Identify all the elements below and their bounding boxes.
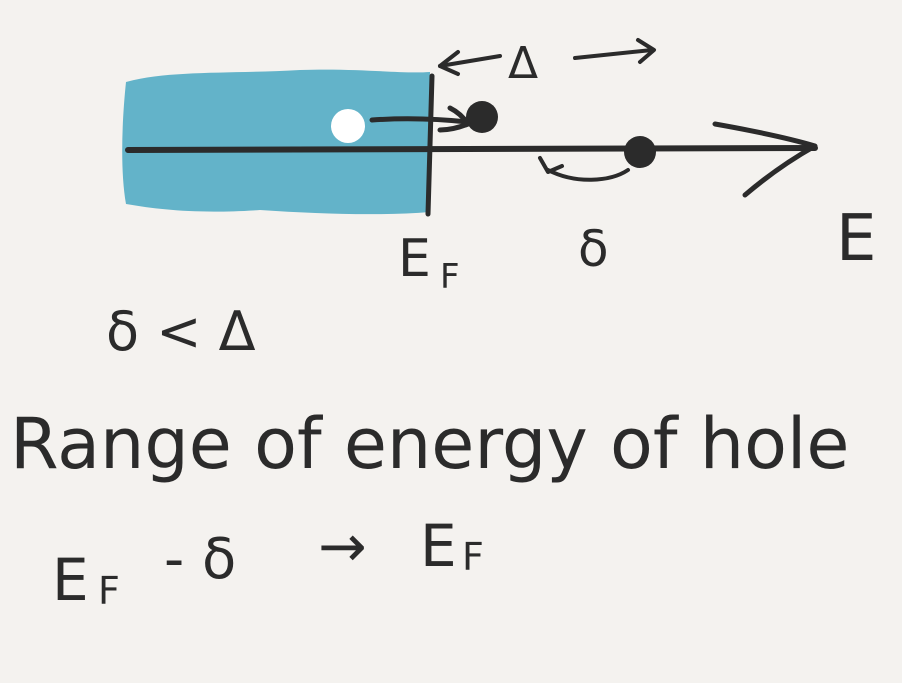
fermi-level-line <box>425 73 435 217</box>
electron-dot <box>624 136 656 168</box>
fermi-level-subscript: F <box>440 257 460 297</box>
range-minus-delta: - δ <box>164 527 236 592</box>
gap-symbol: Δ <box>508 38 538 89</box>
fermi-level-label: E <box>398 229 431 289</box>
range-end-subscript: F <box>462 535 484 579</box>
hole-dot <box>331 109 365 143</box>
gap-arrow-right-head <box>636 38 656 64</box>
statement-note: Range of energy of hole <box>10 403 849 485</box>
range-start-E: E <box>52 546 89 614</box>
energy-axis-label: E <box>836 202 876 276</box>
detuning-arrow-head <box>538 156 564 174</box>
excitation-arrow-head <box>437 105 471 133</box>
energy-axis-arrowhead <box>712 121 818 198</box>
excitation-arrow <box>369 116 471 125</box>
gap-arrow-left <box>438 54 502 68</box>
detuning-symbol: δ <box>578 220 609 278</box>
energy-axis-line <box>125 145 818 153</box>
range-start-subscript: F <box>98 569 120 613</box>
gap-arrow-right <box>573 48 654 60</box>
detuning-arrow <box>546 168 630 182</box>
range-arrow: → <box>318 512 367 580</box>
gap-arrow-left-head <box>438 50 460 76</box>
filled-states-region <box>122 69 430 215</box>
excited-electron-dot <box>466 101 498 133</box>
condition-note: δ < Δ <box>106 300 256 363</box>
range-end-E: E <box>420 512 457 580</box>
